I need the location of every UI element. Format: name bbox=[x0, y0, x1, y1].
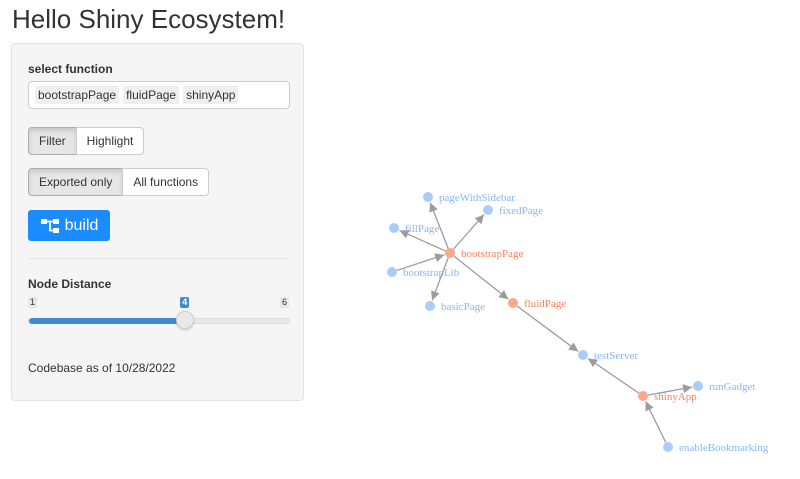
graph-node-label: basicPage bbox=[441, 301, 485, 313]
graph-edge bbox=[429, 202, 449, 249]
graph-edge bbox=[431, 257, 449, 301]
graph-node[interactable] bbox=[508, 298, 518, 308]
graph-edge bbox=[647, 384, 693, 396]
graph-node-label: fluidPage bbox=[524, 298, 566, 310]
graph-edge bbox=[516, 305, 579, 352]
graph-node-label: testServer bbox=[594, 350, 638, 362]
slider-fill bbox=[29, 318, 187, 324]
slider-max-label: 6 bbox=[280, 297, 290, 308]
graph-node-label: bootstrapPage bbox=[461, 248, 523, 260]
selected-chip[interactable]: fluidPage bbox=[123, 86, 180, 104]
graph-node-label: enableBookmarking bbox=[679, 442, 769, 454]
filter-button[interactable]: Filter bbox=[28, 127, 77, 155]
graph-node[interactable] bbox=[445, 248, 455, 258]
graph-node[interactable] bbox=[638, 391, 648, 401]
exported-only-button[interactable]: Exported only bbox=[28, 168, 124, 196]
graph-node-label: bootstrapLib bbox=[403, 267, 460, 279]
mode-button-group: Filter Highlight bbox=[28, 127, 145, 155]
graph-node[interactable] bbox=[693, 381, 703, 391]
graph-node-label: fillPage bbox=[405, 223, 439, 235]
graph-edge bbox=[453, 255, 509, 300]
build-button[interactable]: build bbox=[28, 210, 110, 241]
graph-node[interactable] bbox=[663, 442, 673, 452]
selected-chip[interactable]: shinyApp bbox=[183, 86, 239, 104]
graph-edge bbox=[587, 357, 640, 394]
scope-button-group: Exported only All functions bbox=[28, 168, 210, 196]
codebase-date-text: Codebase as of 10/28/2022 bbox=[28, 361, 176, 375]
graph-node[interactable] bbox=[425, 301, 435, 311]
graph-edge bbox=[645, 401, 667, 443]
function-select-input[interactable]: bootstrapPage fluidPage shinyApp bbox=[28, 81, 290, 109]
page-title: Hello Shiny Ecosystem! bbox=[12, 4, 286, 34]
sidebar-panel: select function bootstrapPage fluidPage … bbox=[11, 43, 304, 401]
graph-node[interactable] bbox=[578, 350, 588, 360]
sitemap-icon bbox=[40, 218, 59, 233]
selected-chip[interactable]: bootstrapPage bbox=[35, 86, 120, 104]
graph-node[interactable] bbox=[423, 192, 433, 202]
graph-node-label: pageWithSidebar bbox=[439, 192, 515, 204]
graph-node[interactable] bbox=[387, 267, 397, 277]
select-function-label: select function bbox=[28, 62, 113, 76]
all-functions-button[interactable]: All functions bbox=[122, 168, 210, 196]
node-distance-slider[interactable] bbox=[28, 318, 290, 324]
build-button-label: build bbox=[64, 216, 99, 234]
slider-min-label: 1 bbox=[28, 297, 38, 308]
graph-edge bbox=[396, 253, 445, 272]
node-distance-label: Node Distance bbox=[28, 277, 112, 291]
graph-edge bbox=[399, 229, 446, 252]
slider-value-label: 4 bbox=[180, 297, 190, 308]
graph-edge bbox=[452, 214, 485, 250]
graph-node-label: runGadget bbox=[709, 381, 755, 393]
highlight-button[interactable]: Highlight bbox=[75, 127, 145, 155]
graph-node[interactable] bbox=[483, 205, 493, 215]
graph-node[interactable] bbox=[389, 223, 399, 233]
divider bbox=[28, 258, 290, 259]
graph-node-label: fixedPage bbox=[499, 205, 543, 217]
slider-handle[interactable] bbox=[176, 311, 195, 329]
graph-node-label: shinyApp bbox=[654, 391, 697, 403]
